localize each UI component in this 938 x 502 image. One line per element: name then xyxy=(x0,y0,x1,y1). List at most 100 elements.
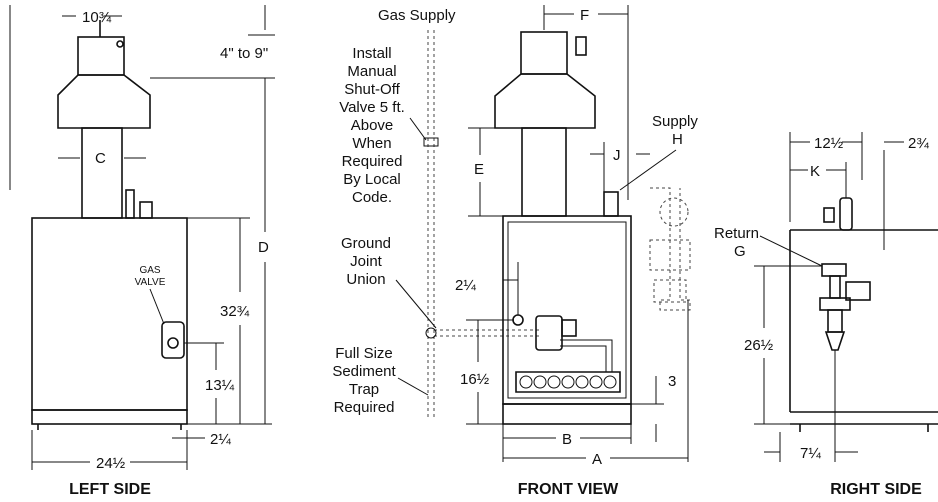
dim-width: 24½ xyxy=(96,455,126,472)
shutoff-note-leader xyxy=(409,117,427,141)
trap-note-line-2: Sediment xyxy=(332,363,396,380)
left-side-view: GAS VALVE 10¾ 4" to 9" C D 32¾ 13¼ xyxy=(9,5,275,498)
front-observation-port xyxy=(512,314,524,326)
caption-left-side: LEFT SIDE xyxy=(69,481,151,498)
gas-valve-label-2: VALVE xyxy=(135,277,166,288)
dim-height: 32¾ xyxy=(220,303,250,320)
burner xyxy=(575,375,589,389)
front-view: Gas Supply Install Manual Shut-Off Valve… xyxy=(332,5,698,498)
shutoff-note-line-5: Above xyxy=(351,117,394,134)
dim-j: J xyxy=(613,147,621,164)
front-vent-top xyxy=(520,31,568,75)
shutoff-note-line-3: Shut-Off xyxy=(344,81,400,98)
union-note-line-1: Ground xyxy=(341,235,391,252)
left-top-fitting xyxy=(125,189,135,219)
gas-supply-label: Gas Supply xyxy=(378,7,456,24)
dim-c: C xyxy=(95,150,106,167)
trap-note-line-3: Trap xyxy=(349,381,379,398)
dim-right-top-width: 12½ xyxy=(814,135,844,152)
left-flue-pipe xyxy=(81,127,123,219)
right-return-pipe-2 xyxy=(827,309,843,333)
front-flue-pipe xyxy=(521,127,567,217)
gas-valve-label-1: GAS xyxy=(139,265,160,276)
dim-bottom-offset: 7¼ xyxy=(800,445,821,462)
dim-k: K xyxy=(810,163,820,180)
left-relief-valve xyxy=(139,201,153,219)
left-gas-valve-knob xyxy=(167,337,179,349)
caption-right-side: RIGHT SIDE xyxy=(830,481,922,498)
shutoff-note-line-6: When xyxy=(352,135,391,152)
dim-base-height: 3 xyxy=(668,373,676,390)
ground-joint-union xyxy=(425,327,437,339)
burner xyxy=(547,375,561,389)
front-draft-hood xyxy=(494,73,596,129)
caption-front-view: FRONT VIEW xyxy=(518,481,619,498)
left-vent-knob xyxy=(116,40,124,48)
piping-valve-2 xyxy=(653,279,687,303)
burner xyxy=(603,375,617,389)
dim-valve-height: 13¼ xyxy=(205,377,235,394)
shutoff-valve xyxy=(423,137,439,147)
left-boiler-body xyxy=(31,217,188,411)
dim-top-width: 10¾ xyxy=(82,9,112,26)
dim-f: F xyxy=(580,7,589,24)
right-top-valve xyxy=(823,207,835,223)
right-return-pipe xyxy=(829,275,841,299)
dim-side-offset: 2¼ xyxy=(455,277,476,294)
union-note-line-3: Union xyxy=(346,271,385,288)
union-note-line-2: Joint xyxy=(350,253,383,270)
piping-valve xyxy=(649,239,691,271)
gas-valve-leader xyxy=(149,288,165,325)
union-note: Ground Joint Union xyxy=(341,235,437,329)
front-burners xyxy=(519,375,617,389)
shutoff-note-line-8: By Local xyxy=(343,171,401,188)
trap-note-line-1: Full Size xyxy=(335,345,393,362)
burner xyxy=(533,375,547,389)
front-gas-valve-head xyxy=(561,319,577,337)
return-letter: G xyxy=(734,243,746,260)
shutoff-note-line-9: Code. xyxy=(352,189,392,206)
front-pilot-tube-2 xyxy=(560,345,607,372)
left-base xyxy=(31,409,188,425)
piping-outline xyxy=(650,187,691,311)
supply-leader xyxy=(619,149,677,191)
supply-label: Supply xyxy=(652,113,698,130)
trap-note: Full Size Sediment Trap Required xyxy=(332,345,429,416)
dim-vent-range: 4" to 9" xyxy=(220,45,268,62)
trap-note-line-4: Required xyxy=(334,399,395,416)
return-label: Return xyxy=(714,225,759,242)
shutoff-note-line-4: Valve 5 ft. xyxy=(339,99,405,116)
front-inner-jacket xyxy=(507,221,627,399)
dim-right-top-right: 2¾ xyxy=(908,135,929,152)
dim-e: E xyxy=(474,161,484,178)
right-top-fitting xyxy=(839,197,853,231)
front-base xyxy=(502,403,632,425)
shutoff-note-line-1: Install xyxy=(352,45,391,62)
left-draft-hood xyxy=(57,74,151,129)
shutoff-note: Install Manual Shut-Off Valve 5 ft. Abov… xyxy=(339,45,427,206)
front-supply-fitting xyxy=(603,191,619,217)
piping-fitting xyxy=(659,197,689,227)
dim-gas-inlet-height: 16½ xyxy=(460,371,490,388)
dim-a: A xyxy=(592,451,602,468)
burner xyxy=(519,375,533,389)
union-note-leader xyxy=(395,279,437,329)
front-pilot-tube xyxy=(560,339,613,372)
front-vent-knob xyxy=(575,36,587,56)
dim-d: D xyxy=(258,239,269,256)
right-return-flange xyxy=(821,263,847,277)
burner xyxy=(561,375,575,389)
left-gas-valve xyxy=(161,321,185,359)
shutoff-note-line-7: Required xyxy=(342,153,403,170)
shutoff-note-line-2: Manual xyxy=(347,63,396,80)
front-gas-valve xyxy=(535,315,563,351)
front-burner-tray xyxy=(515,371,621,393)
dim-b: B xyxy=(562,431,572,448)
right-side-view: Return G 12½ 2¾ K 26½ 7¼ RIGHT SIDE xyxy=(714,132,938,498)
return-leader xyxy=(759,235,823,267)
dim-return-height: 26½ xyxy=(744,337,774,354)
dim-base-offset: 2¼ xyxy=(210,431,231,448)
supply-letter: H xyxy=(672,131,683,148)
front-near-boiler-piping xyxy=(649,187,691,311)
